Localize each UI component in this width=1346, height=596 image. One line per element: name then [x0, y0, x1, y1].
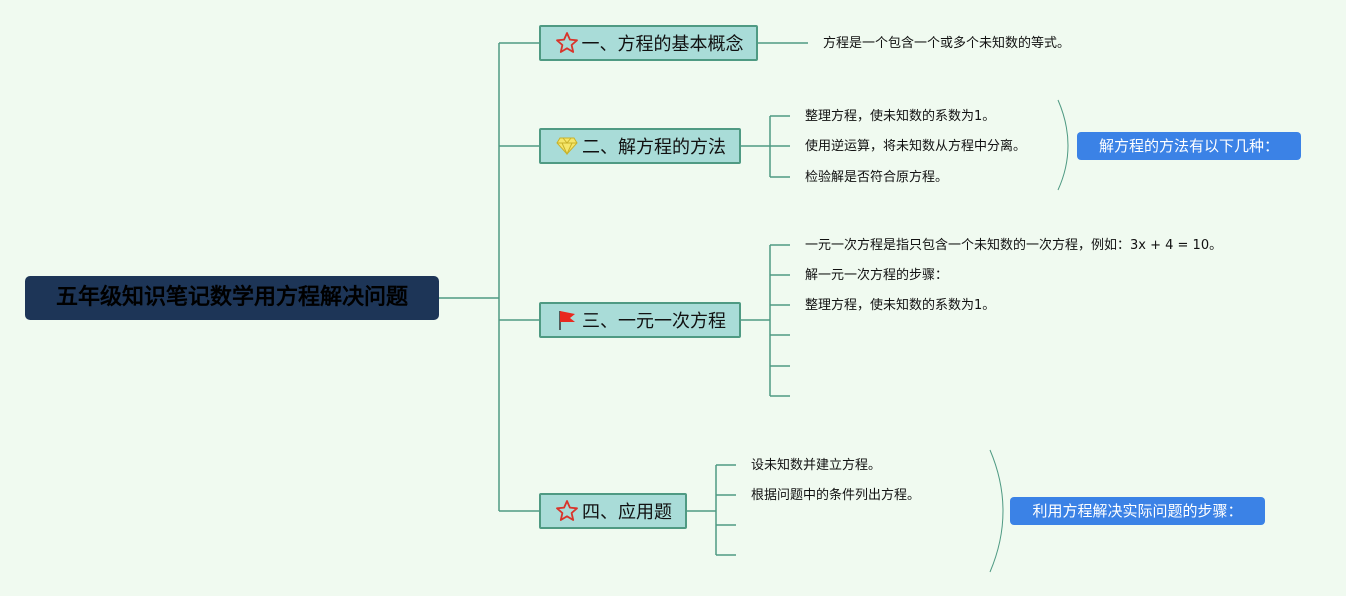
leaf-text[interactable]: 使用逆运算，将未知数从方程中分离。 [805, 139, 1027, 154]
branch-label: 二、解方程的方法 [582, 137, 726, 158]
summary-solving-methods[interactable]: 解方程的方法有以下几种： [1077, 132, 1301, 160]
branch-label: 一、方程的基本概念 [581, 34, 744, 55]
summary-word-problems[interactable]: 利用方程解决实际问题的步骤： [1010, 497, 1265, 525]
star-outline-icon [554, 30, 580, 56]
branch-basic-concept[interactable]: 一、方程的基本概念 [539, 25, 758, 61]
branch-linear-equation[interactable]: 三、一元一次方程 [539, 302, 741, 338]
leaf-text[interactable]: 一元一次方程是指只包含一个未知数的一次方程，例如：3x + 4 = 10。 [805, 238, 1223, 253]
branch-label: 四、应用题 [582, 502, 672, 523]
leaf-text[interactable]: 解一元一次方程的步骤： [805, 268, 949, 283]
star-outline-icon [554, 498, 580, 524]
gem-icon [554, 133, 580, 159]
branch-label: 三、一元一次方程 [582, 311, 726, 332]
leaf-text[interactable]: 方程是一个包含一个或多个未知数的等式。 [823, 36, 1071, 51]
root-topic[interactable]: 五年级知识笔记数学用方程解决问题 [25, 276, 439, 320]
leaf-text[interactable]: 检验解是否符合原方程。 [805, 170, 949, 185]
leaf-text[interactable]: 整理方程，使未知数的系数为1。 [805, 109, 996, 124]
leaf-text[interactable]: 整理方程，使未知数的系数为1。 [805, 298, 996, 313]
branch-word-problems[interactable]: 四、应用题 [539, 493, 687, 529]
leaf-text[interactable]: 根据问题中的条件列出方程。 [751, 488, 921, 503]
branch-solving-methods[interactable]: 二、解方程的方法 [539, 128, 741, 164]
leaf-text[interactable]: 设未知数并建立方程。 [751, 458, 882, 473]
red-flag-icon [554, 307, 580, 333]
root-title: 五年级知识笔记数学用方程解决问题 [55, 285, 408, 310]
